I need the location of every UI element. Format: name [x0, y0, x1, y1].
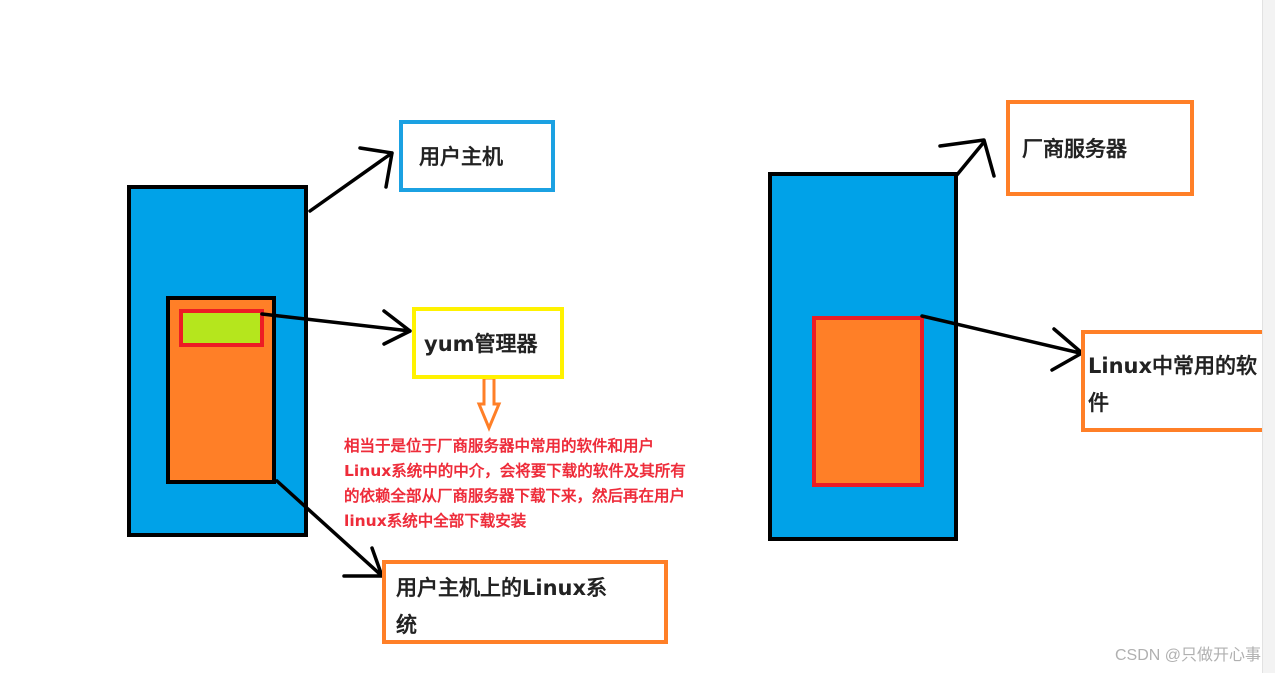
csdn-watermark: CSDN @只做开心事 — [1114, 647, 1261, 664]
label-user-host: 用户主机 — [399, 120, 555, 192]
note-line-2: Linux系统中的中介，会将要下载的软件及其所有 — [344, 462, 686, 480]
arrow-vendor-software — [920, 314, 1084, 372]
label-user-linux: 用户主机上的Linux系 统 — [382, 560, 668, 644]
label-yum-manager: yum管理器 — [412, 307, 564, 379]
arrow-yum-manager — [260, 309, 412, 346]
label-yum-manager-text: yum管理器 — [424, 332, 538, 356]
note-line-4: linux系统中全部下载安装 — [344, 512, 527, 530]
label-vendor-server: 厂商服务器 — [1006, 100, 1194, 196]
page-scrollbar[interactable] — [1262, 0, 1275, 673]
hollow-down-arrow — [476, 376, 502, 432]
arrow-user-host — [308, 146, 394, 213]
vendor-software-box — [812, 316, 924, 487]
label-user-linux-line2: 统 — [396, 613, 417, 637]
label-linux-software-line1: Linux中常用的软 — [1088, 354, 1258, 378]
yum-manager-box — [179, 309, 264, 347]
label-user-host-text: 用户主机 — [419, 145, 503, 169]
label-vendor-server-text: 厂商服务器 — [1022, 137, 1127, 161]
arrow-vendor-server — [938, 138, 996, 178]
label-user-linux-line1: 用户主机上的Linux系 — [396, 576, 608, 600]
label-linux-software-line2: 件 — [1088, 391, 1109, 415]
label-linux-software: Linux中常用的软 件 — [1081, 330, 1272, 432]
yum-explanation-note: 相当于是位于厂商服务器中常用的软件和用户 Linux系统中的中介，会将要下载的软… — [344, 434, 764, 534]
note-line-1: 相当于是位于厂商服务器中常用的软件和用户 — [344, 437, 655, 455]
note-line-3: 的依赖全部从厂商服务器下载下来，然后再在用户 — [344, 487, 686, 505]
